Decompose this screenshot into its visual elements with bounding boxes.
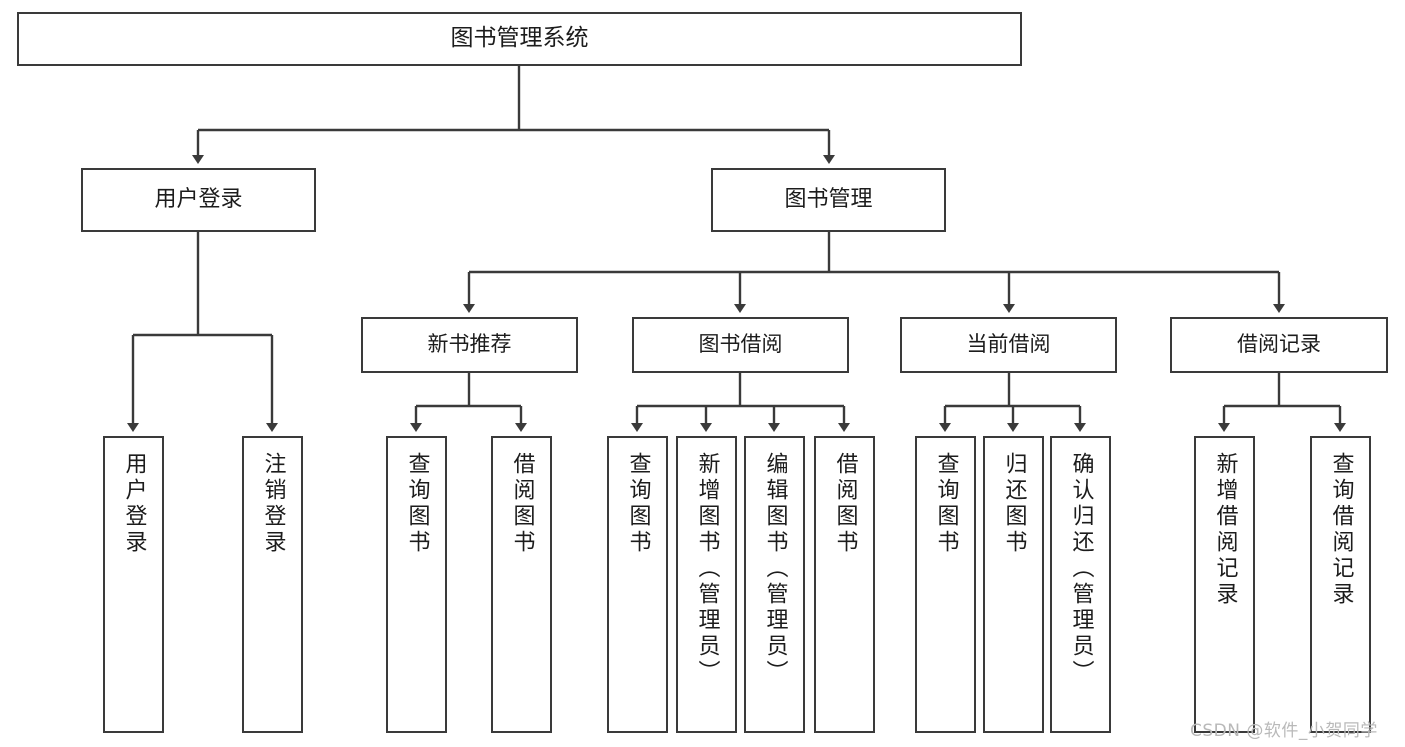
leaf-borrow-record-add-record[interactable]: 新增借阅记录 [1194, 436, 1255, 733]
node-label: 查询图书 [404, 452, 430, 556]
node-label: 新增借阅记录 [1212, 452, 1238, 608]
node-label: 查询借阅记录 [1328, 452, 1354, 608]
node-label: 借阅图书 [509, 452, 535, 556]
node-borrow-record[interactable]: 借阅记录 [1170, 317, 1388, 373]
node-user-login[interactable]: 用户登录 [81, 168, 316, 232]
node-label: 注销登录 [260, 452, 286, 556]
node-label: 图书借阅 [698, 332, 783, 357]
node-label: 查询图书 [625, 452, 651, 556]
node-label: 编辑图书（管理员） [762, 452, 788, 686]
node-label: 当前借阅 [966, 332, 1051, 357]
node-label: 新书推荐 [427, 332, 512, 357]
leaf-current-borrow-return-book[interactable]: 归还图书 [983, 436, 1044, 733]
node-root-book-management-system[interactable]: 图书管理系统 [17, 12, 1022, 66]
leaf-new-book-borrow-book[interactable]: 借阅图书 [491, 436, 552, 733]
node-label: 借阅图书 [832, 452, 858, 556]
node-label: 查询图书 [933, 452, 959, 556]
node-label: 用户登录 [121, 452, 147, 556]
leaf-book-borrow-add-book-admin[interactable]: 新增图书（管理员） [676, 436, 737, 733]
node-label: 确认归还（管理员） [1068, 452, 1094, 686]
node-label: 用户登录 [154, 186, 243, 212]
node-label: 图书管理 [784, 186, 873, 212]
leaf-current-borrow-confirm-return-admin[interactable]: 确认归还（管理员） [1050, 436, 1111, 733]
node-book-borrow[interactable]: 图书借阅 [632, 317, 849, 373]
leaf-book-borrow-edit-book-admin[interactable]: 编辑图书（管理员） [744, 436, 805, 733]
node-label: 图书管理系统 [450, 25, 589, 52]
node-book-management[interactable]: 图书管理 [711, 168, 946, 232]
leaf-book-borrow-query-book[interactable]: 查询图书 [607, 436, 668, 733]
leaf-book-borrow-borrow-book[interactable]: 借阅图书 [814, 436, 875, 733]
leaf-current-borrow-query-book[interactable]: 查询图书 [915, 436, 976, 733]
node-label: 归还图书 [1001, 452, 1027, 556]
leaf-user-login-logout[interactable]: 注销登录 [242, 436, 303, 733]
leaf-user-login-login[interactable]: 用户登录 [103, 436, 164, 733]
node-current-borrow[interactable]: 当前借阅 [900, 317, 1117, 373]
node-label: 借阅记录 [1237, 332, 1321, 357]
leaf-borrow-record-query-record[interactable]: 查询借阅记录 [1310, 436, 1371, 733]
node-new-book-recommend[interactable]: 新书推荐 [361, 317, 578, 373]
leaf-new-book-query-book[interactable]: 查询图书 [386, 436, 447, 733]
node-label: 新增图书（管理员） [694, 452, 720, 686]
